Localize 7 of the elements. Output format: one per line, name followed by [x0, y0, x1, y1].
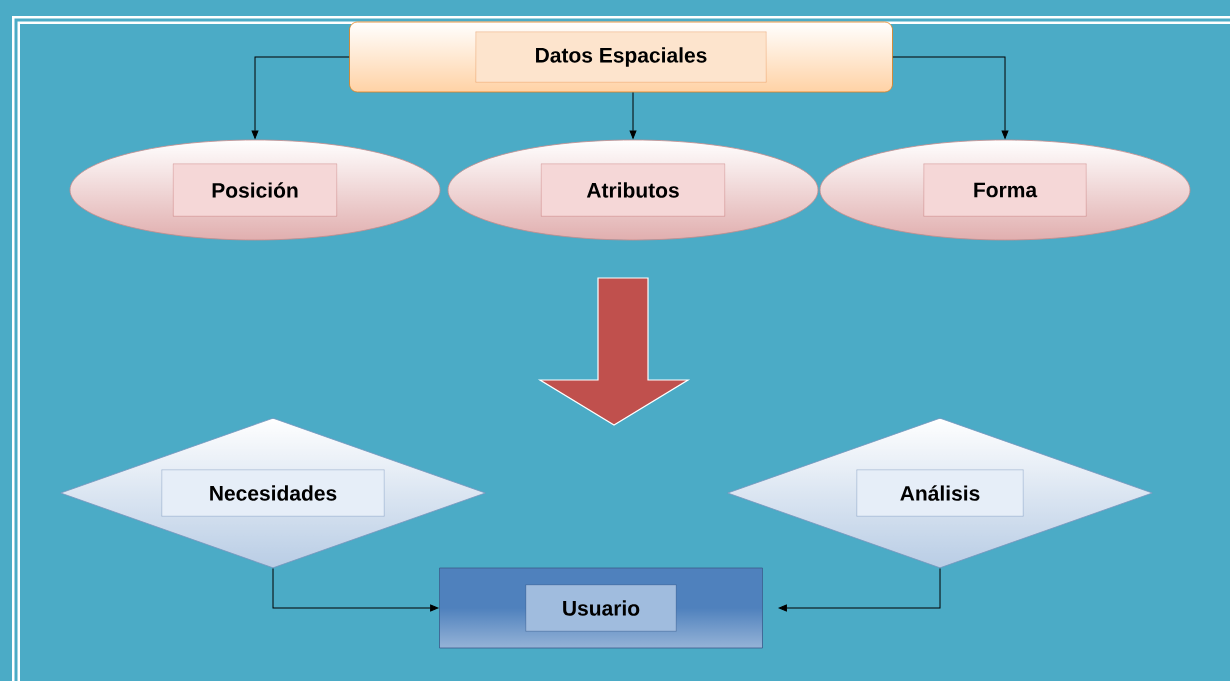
arrow — [892, 56, 1009, 139]
arrow — [778, 567, 941, 612]
rounded-box: Datos Espaciales — [349, 21, 893, 93]
arrow — [272, 567, 439, 612]
arrow — [251, 56, 350, 139]
process-box: Usuario — [439, 567, 763, 649]
arrow — [629, 91, 637, 139]
